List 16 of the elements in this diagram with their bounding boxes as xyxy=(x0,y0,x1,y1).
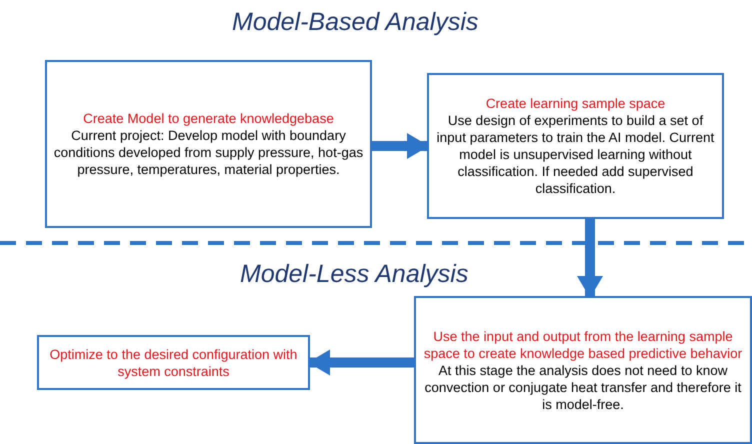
block-arrow xyxy=(372,133,429,159)
block-arrow xyxy=(577,219,603,298)
title: Model-Based Analysis xyxy=(232,8,478,37)
box-heading: Use the input and output from the learning sample space to create knowledge based predictive behavior xyxy=(422,328,744,362)
process-box xyxy=(45,60,372,228)
block-arrow xyxy=(308,350,414,376)
box-heading: Optimize to the desired configuration with system constraints xyxy=(48,346,298,380)
box-text: Current project: Develop model with boundary conditions developed from supply pressure, hot-gas pressure, temperatures, material properties. xyxy=(53,127,364,178)
process-box xyxy=(414,296,752,444)
box-heading: Create Model to generate knowledgebase xyxy=(82,110,335,127)
process-box xyxy=(427,73,724,219)
section-heading: Model-Less Analysis xyxy=(240,260,468,289)
box-heading: Create learning sample space xyxy=(484,95,666,112)
process-box xyxy=(37,335,310,390)
box-text: At this stage the analysis does not need to know convection or conjugate heat transfer and therefore it is model-free. xyxy=(424,362,742,412)
box-text: Use design of experiments to build a set of input parameters to train the AI model. Current model is unsupervised learning without classification. If needed add supervised classification. xyxy=(436,112,716,197)
